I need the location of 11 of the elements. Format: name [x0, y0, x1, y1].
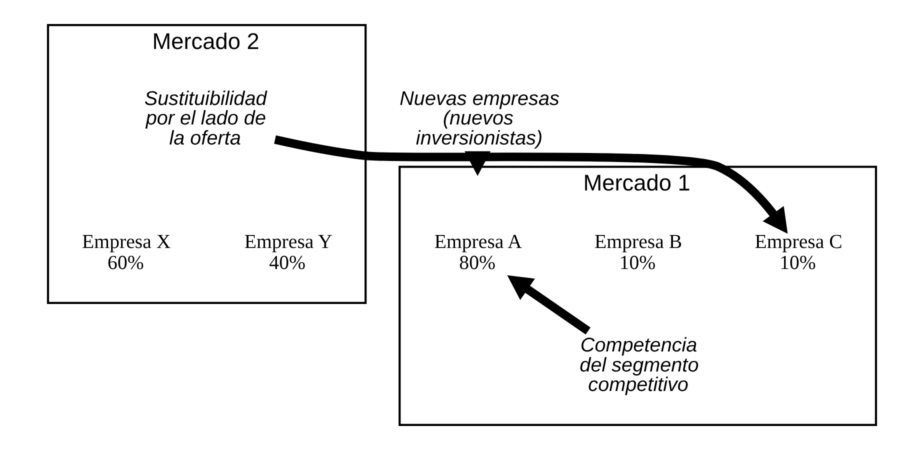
- node-text: Empresa A 80%: [434, 230, 522, 274]
- node-text: Empresa X 60%: [82, 230, 170, 274]
- node-text: Sustituibilidad por el lado de la oferta: [144, 88, 266, 150]
- arrow: [274, 135, 788, 234]
- node-text: Competencia del segmento competitivo: [579, 334, 698, 396]
- node-text: Empresa Y 40%: [244, 230, 332, 274]
- arrow: [464, 151, 490, 176]
- node-text: Nuevas empresas (nuevos inversionistas): [399, 88, 559, 150]
- node-text: Empresa B 10%: [594, 230, 682, 274]
- arrow: [506, 275, 590, 335]
- node-text: Empresa C 10%: [754, 230, 842, 274]
